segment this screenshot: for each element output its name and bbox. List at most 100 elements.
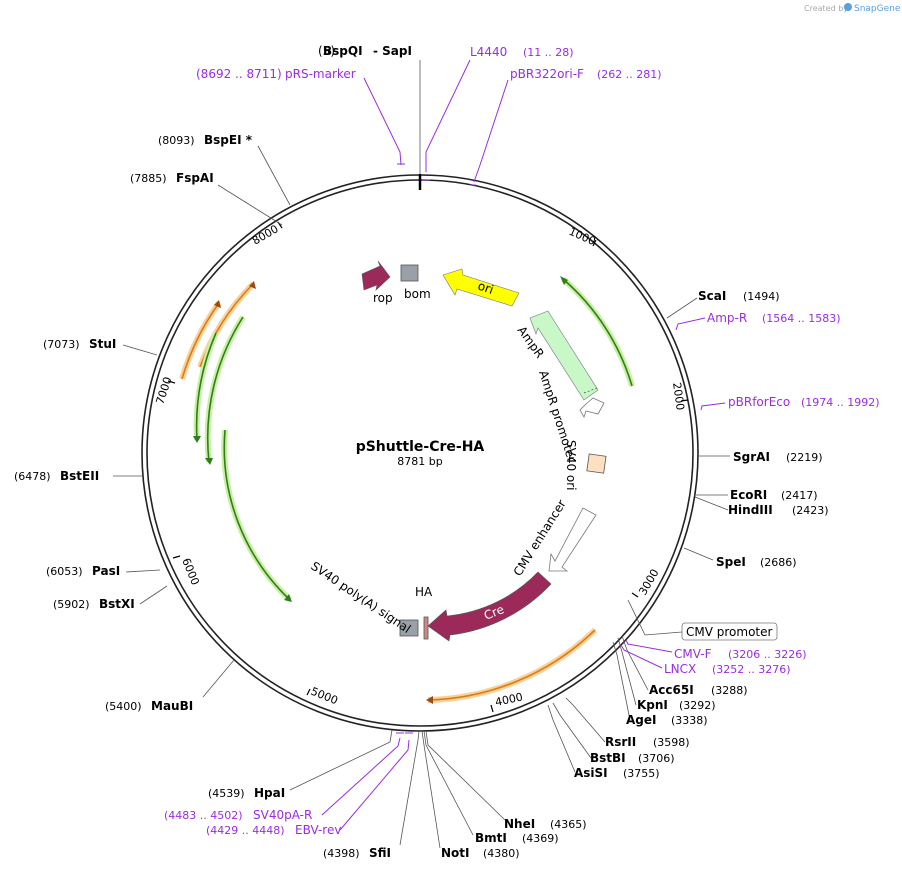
site-bstxi-pos: (5902) [53,598,90,611]
site-bstxi-name: BstXI [99,597,135,611]
tick-3000: 3000 [636,567,661,598]
site-pasi-pos: (6053) [46,565,83,578]
primer-amp-r-range: (1564 .. 1583) [762,312,841,325]
primer-pbrforeco-range: (1974 .. 1992) [801,396,880,409]
site-scai-pos: (1494) [743,290,780,303]
primer-prs-marker-name: pRS-marker [285,67,356,81]
primer-lncx-name: LNCX [664,662,696,676]
left-site-leaders [113,145,291,698]
site-acc65i-name: Acc65I [649,683,694,697]
primer-l4440-name: L4440 [470,45,507,59]
ha-label: HA [415,585,433,599]
tick-8000: 8000 [250,222,281,247]
rop-label: rop [373,291,393,305]
cmv-promoter-label: CMV promoter [686,625,773,639]
site-bspei-name: BspEI * [204,133,253,147]
site-stui-name: StuI [89,337,116,351]
primer-pbrforeco-name: pBRforEco [728,395,790,409]
primer-amp-r-name: Amp-R [707,311,747,325]
site-rsrii-name: RsrII [605,735,636,749]
bom-label: bom [404,287,431,301]
site-rsrii-pos: (3598) [653,736,690,749]
plasmid-length: 8781 bp [397,455,442,468]
site-fspai-name: FspAI [176,171,214,185]
primer-cmv-f-name: CMV-F [674,647,712,661]
site-bmti-name: BmtI [475,831,507,845]
site-hindiii-pos: (2423) [792,504,829,517]
scale-ticks [167,221,689,713]
orf-arc-left-green-3 [221,429,293,603]
site-bstbi-name: BstBI [590,751,626,765]
primer-lncx-range: (3252 .. 3276) [712,663,791,676]
site-sapi-name: - SapI [373,44,412,58]
snapgene-label: SnapGene [854,4,901,14]
ha-box [423,616,429,640]
site-ecori-name: EcoRI [730,488,767,502]
created-by-label: Created by [804,4,848,13]
orf-arc-left-green-2 [204,315,246,465]
ampr-promoter-arrow [579,397,605,418]
primer-sv40pa-r-range: (4483 .. 4502) [164,809,243,822]
site-bsteii-name: BstEII [60,469,99,483]
site-pasi-name: PasI [92,564,120,578]
tick-6000: 6000 [179,556,202,587]
site-nhei-pos: (4365) [550,818,587,831]
cre-arrow [427,571,552,642]
site-sgrai-name: SgrAI [733,450,770,464]
site-spei-name: SpeI [716,555,746,569]
site-hpai-name: HpaI [254,786,285,800]
primer-prs-marker-range: (8692 .. 8711) [196,67,282,81]
site-kpni-pos: (3292) [679,699,716,712]
ori-label: ori [476,279,495,297]
plasmid-name: pShuttle-Cre-HA [356,439,485,455]
cmv-enhancer-arrow [548,507,597,572]
primer-sv40pa-r-name: SV40pA-R [253,808,312,822]
site-bspqi-pos: (5) [318,44,335,58]
site-hindiii-name: HindIII [728,503,773,517]
tick-4000: 4000 [494,690,524,709]
tick-1000: 1000 [567,225,598,248]
site-noti-pos: (4380) [483,847,520,860]
site-maubi-pos: (5400) [105,700,142,713]
sv40-polya-box [399,619,419,637]
site-ecori-pos: (2417) [781,489,818,502]
site-maubi-name: MauBI [151,699,193,713]
site-kpni-name: KpnI [637,698,668,712]
site-fspai-pos: (7885) [130,172,167,185]
orf-arc-left-green-1 [193,331,219,443]
primer-ebv-rev-name: EBV-rev [295,823,341,837]
site-asisi-pos: (3755) [623,767,660,780]
site-bstbi-pos: (3706) [638,752,675,765]
primer-l4440-range: (11 .. 28) [523,46,574,59]
site-noti-name: NotI [441,846,470,860]
site-sfii-name: SfiI [369,846,391,860]
primer-pbr322ori-range: (262 .. 281) [597,68,662,81]
sv40-ori-box [586,453,607,474]
site-stui-pos: (7073) [43,338,80,351]
site-hpai-pos: (4539) [208,787,245,800]
site-spei-pos: (2686) [760,556,797,569]
ampr-arrow [529,310,599,401]
ori-arrow [442,268,520,307]
site-asisi-name: AsiSI [574,766,608,780]
cmv-promoter-box [681,622,778,641]
bottom-site-leaders [289,635,649,849]
snapgene-logo-icon [844,3,852,11]
site-sgrai-pos: (2219) [786,451,823,464]
rop-arrow [361,260,391,291]
site-agei-name: AgeI [626,713,656,727]
orf-arc-cre [426,627,598,704]
orf-arc-ampr [560,276,635,387]
sv40-ori-label: SV40 ori [564,440,578,491]
site-bspqi-name: BspQI [323,44,363,58]
primer-cmv-f-range: (3206 .. 3226) [728,648,807,661]
top-site-leaders [363,59,509,186]
tick-2000: 2000 [670,382,687,412]
bom-box [400,264,419,282]
site-agei-pos: (3338) [671,714,708,727]
right-site-leaders [620,297,730,669]
site-bspei-pos: (8093) [158,134,195,147]
orf-arc-left-orange-1 [179,300,222,380]
primer-ebv-rev-range: (4429 .. 4448) [206,824,285,837]
